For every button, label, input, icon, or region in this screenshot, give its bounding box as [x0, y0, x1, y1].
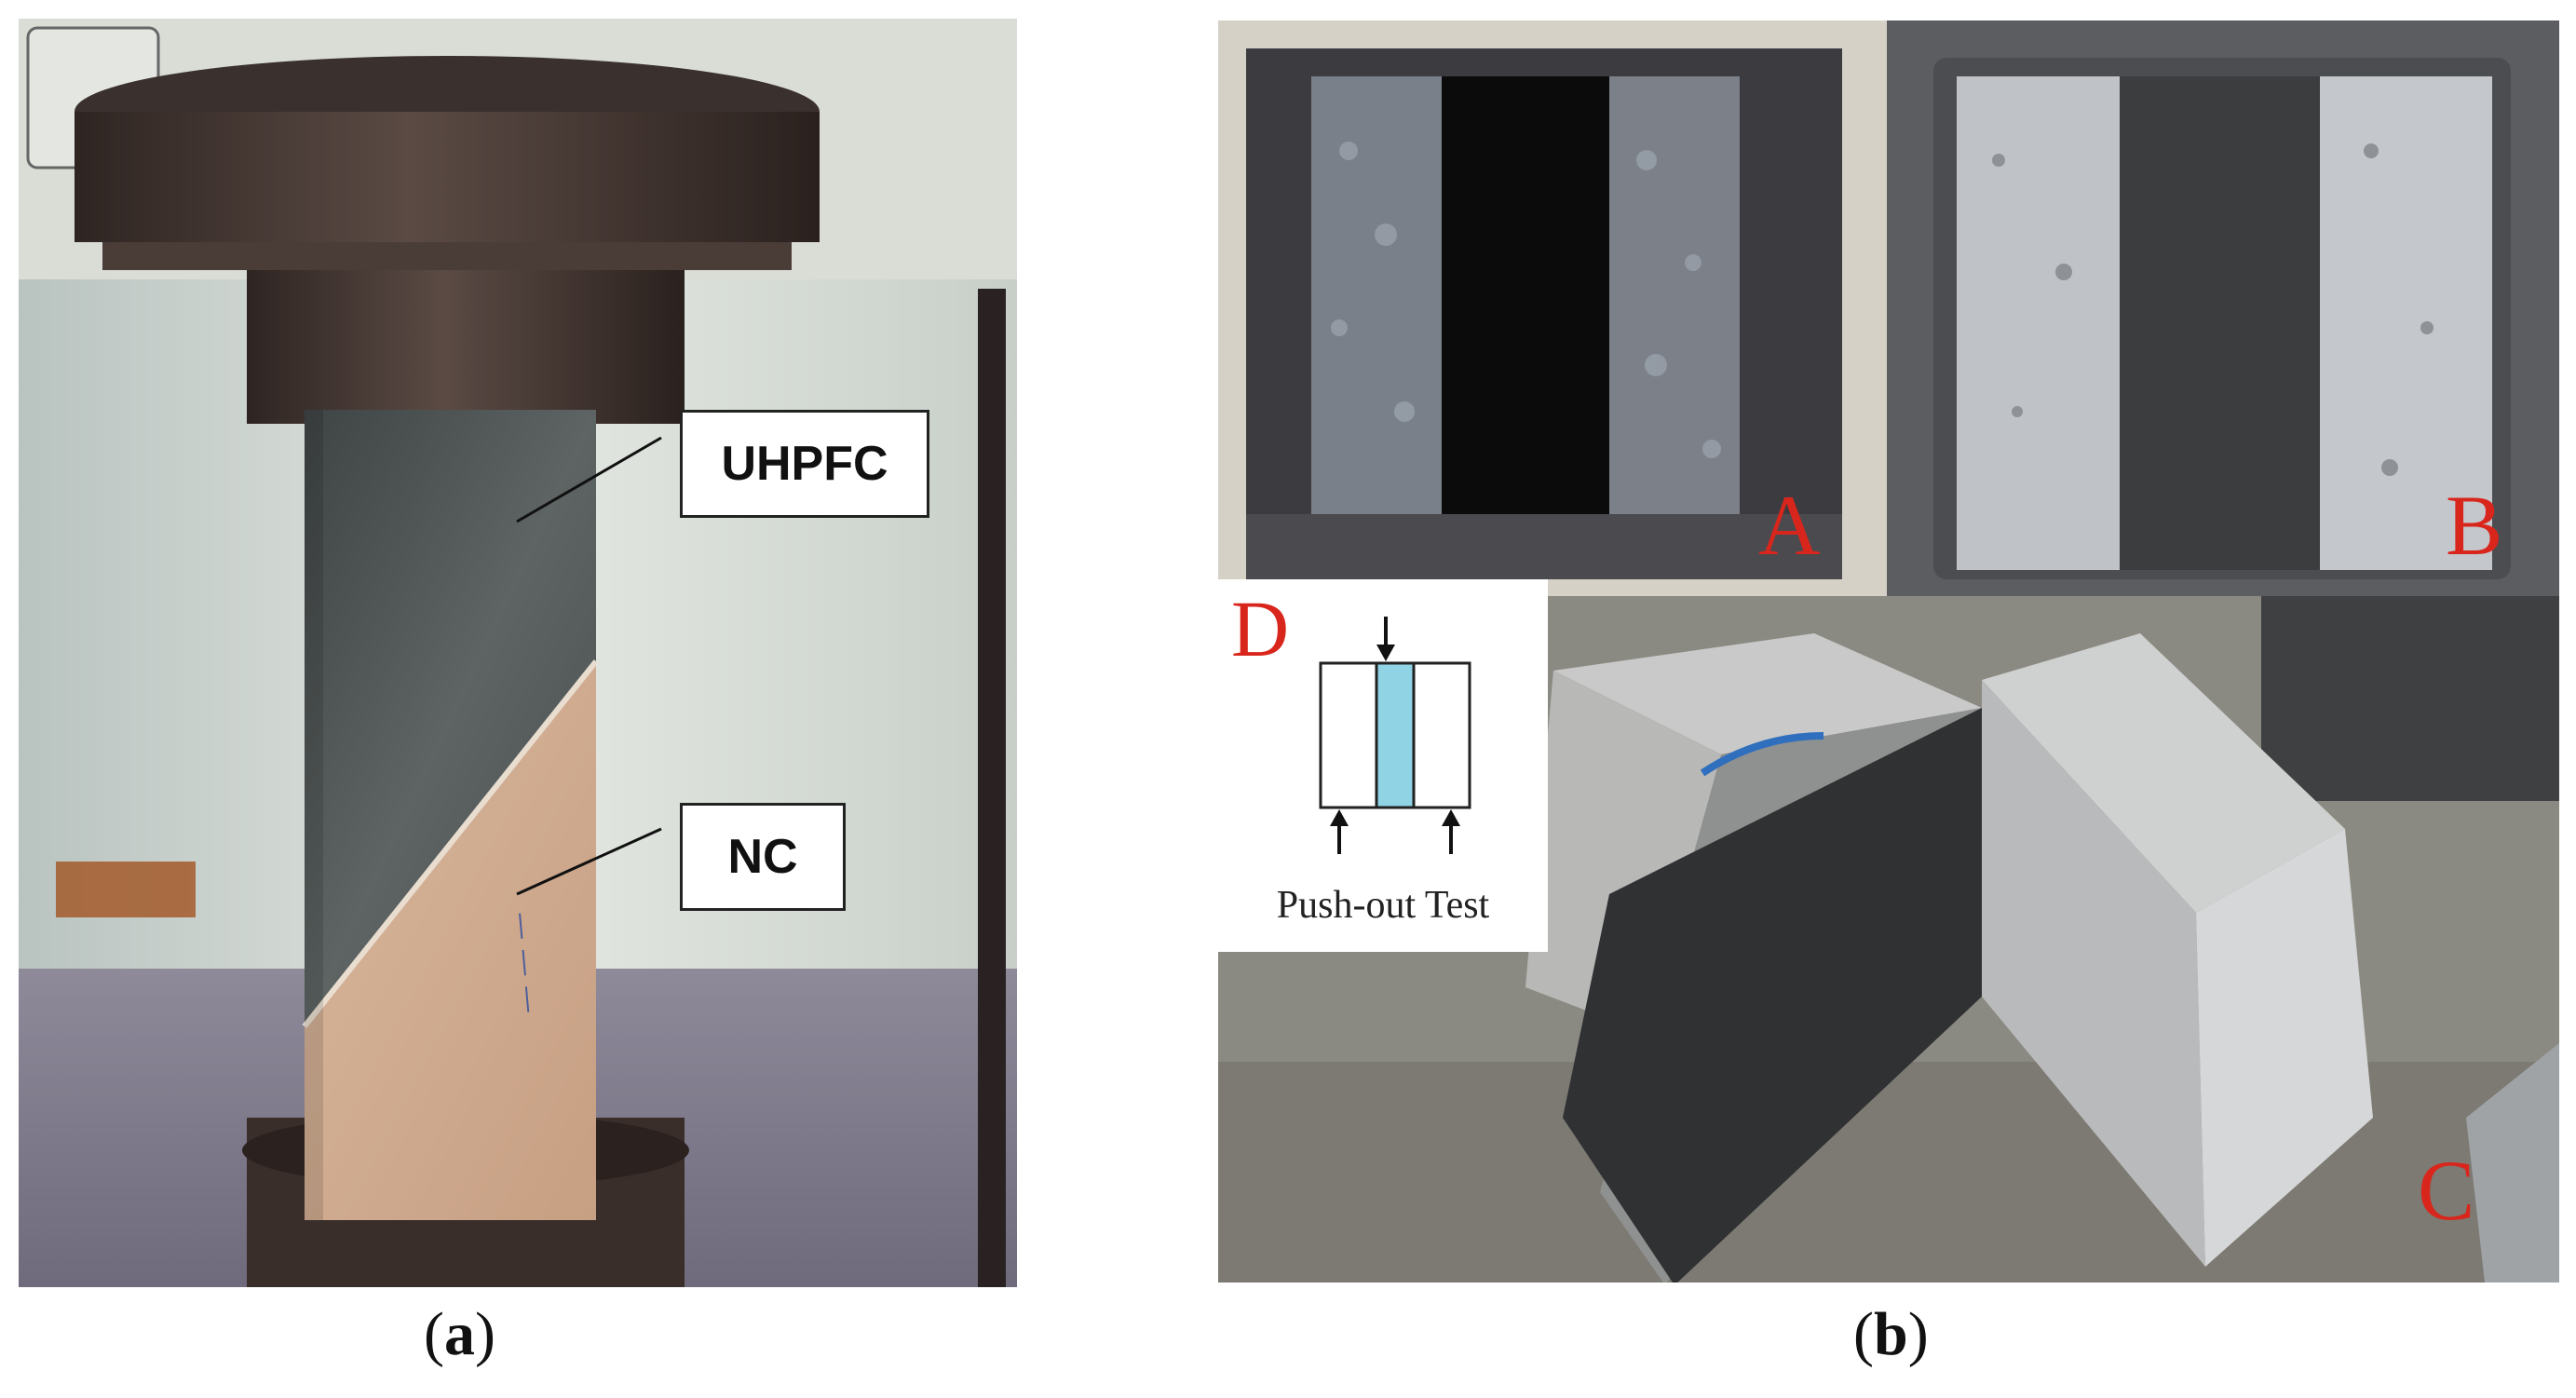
photo-label-a: A	[1758, 478, 1821, 573]
photo-specimen-a	[1218, 20, 1887, 596]
photo-specimen-c	[1218, 596, 2559, 1283]
caption-a-letter: a	[443, 1300, 475, 1368]
caption-b-letter: b	[1873, 1300, 1908, 1368]
caption-b-close: )	[1907, 1300, 1929, 1368]
inset-caption: Push-out Test	[1276, 884, 1490, 927]
uhpfc-label: UHPFC	[680, 410, 929, 518]
inset-label-d: D	[1231, 584, 1290, 673]
push-out-schematic	[1319, 617, 1471, 854]
subfigure-caption-a: (a)	[424, 1304, 495, 1365]
caption-b-open: (	[1853, 1300, 1874, 1368]
caption-a-open: (	[424, 1300, 444, 1368]
photo-panel-a: — — — UHPFC NC	[19, 19, 1017, 1287]
photo-label-b: B	[2446, 478, 2503, 573]
push-out-test-inset: D Push-out Test	[1218, 579, 1548, 952]
photo-label-c: C	[2418, 1143, 2475, 1238]
photo-specimen-b	[1887, 20, 2559, 596]
caption-a-close: )	[474, 1300, 495, 1368]
nc-label: NC	[680, 803, 846, 911]
photo-panel-b: A B C D Push-out Test	[1218, 20, 2559, 1283]
subfigure-caption-b: (b)	[1853, 1304, 1929, 1365]
prism-test-photo: — — —	[19, 19, 1017, 1287]
